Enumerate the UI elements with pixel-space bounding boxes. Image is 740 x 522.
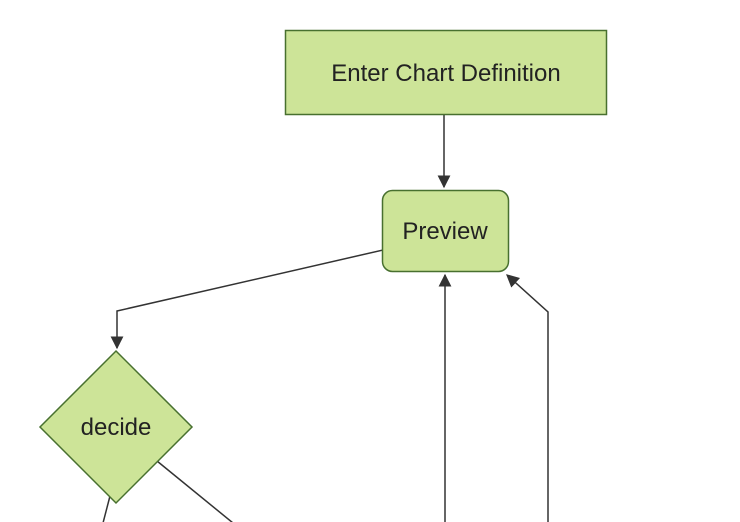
enter-chart-definition-label: Enter Chart Definition [331, 60, 560, 87]
preview-box [381, 189, 510, 273]
edge-group [102, 115, 549, 522]
edge-preview-to-decide [110, 249, 384, 350]
edge-decide-to-below-left [102, 495, 111, 522]
edge-below-right-to-preview [506, 274, 549, 522]
enter-chart-definition-box [284, 29, 608, 116]
edge-decide-to-below-right [156, 460, 233, 522]
node-preview: Preview [381, 189, 510, 273]
preview-label: Preview [402, 218, 488, 245]
decide-diamond [38, 349, 194, 505]
node-decide: decide [38, 349, 194, 505]
decide-label: decide [81, 414, 152, 441]
node-enter-chart-definition: Enter Chart Definition [284, 29, 608, 116]
